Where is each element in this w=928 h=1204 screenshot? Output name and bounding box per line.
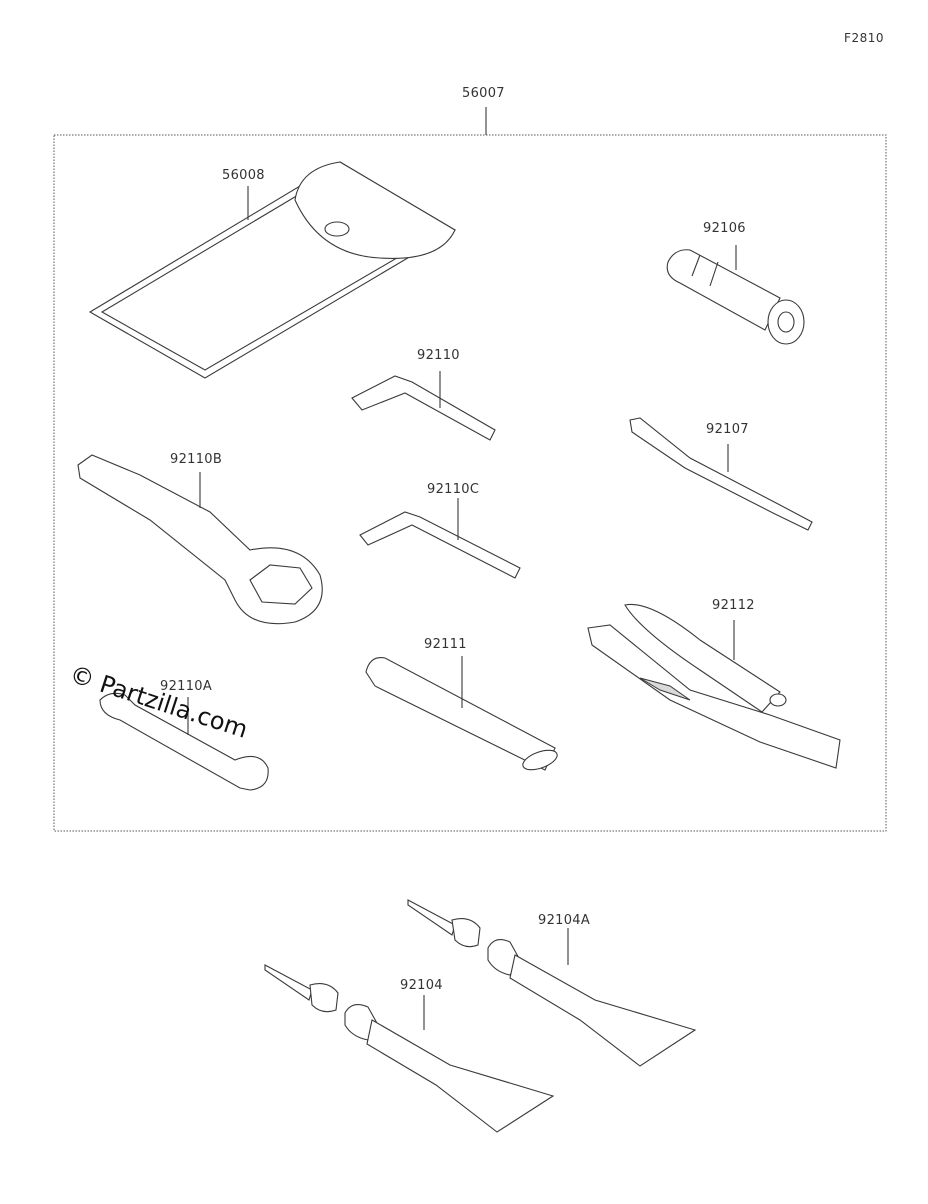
- label-92110c[interactable]: 92110C: [427, 482, 480, 497]
- plug-tool: [666, 245, 805, 345]
- label-92110[interactable]: 92110: [417, 348, 460, 363]
- label-92110a[interactable]: 92110A: [160, 679, 213, 694]
- label-92107[interactable]: 92107: [706, 422, 749, 437]
- kit-frame: [53, 134, 887, 832]
- grease-tube: [264, 964, 555, 1133]
- tool-pouch: [88, 161, 457, 379]
- allen-key-large: [351, 371, 496, 441]
- grease-tube-a: [407, 899, 697, 1067]
- label-92104a[interactable]: 92104A: [538, 913, 591, 928]
- screwdriver-bit: [629, 417, 813, 531]
- label-92106[interactable]: 92106: [703, 221, 746, 236]
- label-92110b[interactable]: 92110B: [170, 452, 223, 467]
- open-wrench: [99, 692, 269, 791]
- allen-key-small: [359, 498, 521, 579]
- label-56008[interactable]: 56008: [222, 168, 265, 183]
- label-92112[interactable]: 92112: [712, 598, 755, 613]
- label-92111[interactable]: 92111: [424, 637, 467, 652]
- handle-pipe: [365, 656, 558, 771]
- pliers: [587, 603, 841, 769]
- figure-code: F2810: [844, 31, 884, 45]
- ring-wrench: [77, 454, 323, 625]
- label-92104[interactable]: 92104: [400, 978, 443, 993]
- label-56007[interactable]: 56007: [462, 86, 505, 101]
